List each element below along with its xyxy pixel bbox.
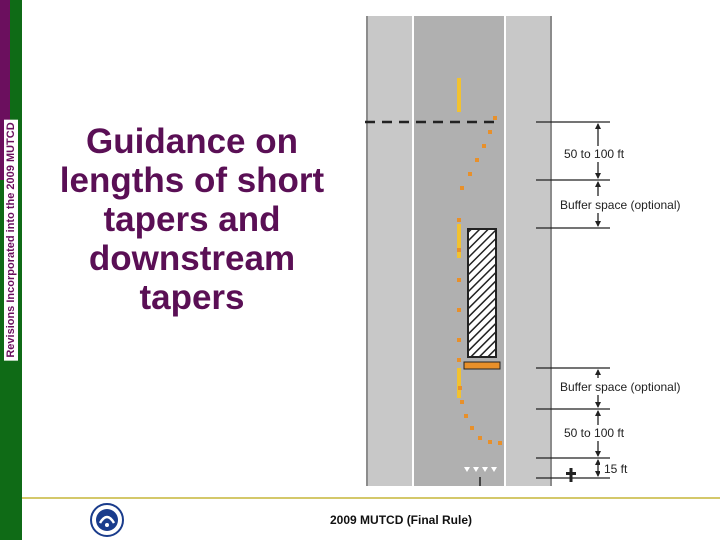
dimension-lines (536, 121, 610, 479)
label-downstream-taper: 50 to 100 ft (564, 426, 625, 440)
lane-right (506, 16, 550, 486)
sidebar-caption-wrap: Revisions Incorporated into the 2009 MUT… (0, 0, 22, 540)
plus-marker-icon (566, 468, 576, 482)
dimension-arrowheads (595, 123, 601, 477)
barricade (463, 361, 501, 370)
work-area-box (467, 228, 497, 358)
upstream-taper-devices (457, 116, 497, 362)
label-end: 15 ft (604, 462, 628, 476)
flow-arrows-icon (464, 467, 497, 472)
label-buffer-bottom: Buffer space (optional) (560, 380, 681, 394)
taper-diagram: 50 to 100 ft Buffer space (optional) Buf… (365, 16, 706, 486)
label-buffer-top: Buffer space (optional) (560, 198, 681, 212)
downstream-taper-devices (458, 386, 502, 445)
lane-left (368, 16, 412, 486)
footer-divider (22, 497, 720, 499)
sidebar-caption: Revisions Incorporated into the 2009 MUT… (4, 119, 18, 361)
label-top-taper: 50 to 100 ft (564, 147, 625, 161)
dot-seal-icon (90, 503, 124, 537)
slide-title: Guidance on lengths of short tapers and … (59, 122, 325, 317)
sidebar-accent (0, 0, 10, 180)
footer-text: 2009 MUTCD (Final Rule) (330, 513, 473, 527)
